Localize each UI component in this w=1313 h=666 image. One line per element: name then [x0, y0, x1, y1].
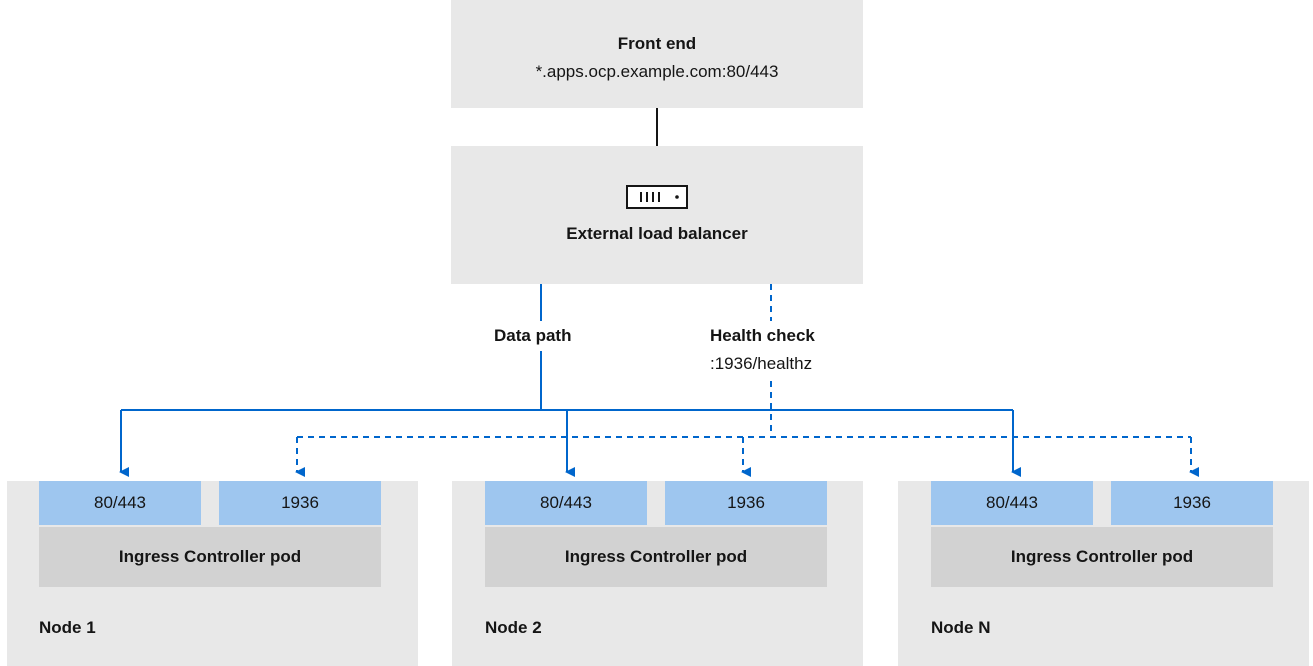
- server-rack-icon: [626, 185, 688, 209]
- frontend-host: *.apps.ocp.example.com:80/443: [535, 62, 779, 81]
- ingress-controller-pod: Ingress Controller pod: [931, 527, 1273, 587]
- load-balancer-box: [451, 146, 863, 284]
- node-label: Node 1: [39, 618, 96, 637]
- port-1936: 1936: [1111, 481, 1273, 525]
- port-80-443: 80/443: [39, 481, 201, 525]
- port-1936: 1936: [219, 481, 381, 525]
- port-80-443: 80/443: [931, 481, 1093, 525]
- port-80-443: 80/443: [485, 481, 647, 525]
- ingress-controller-pod: Ingress Controller pod: [485, 527, 827, 587]
- health-check-label: Health check: [710, 326, 815, 345]
- port-1936: 1936: [665, 481, 827, 525]
- data-path-label: Data path: [494, 326, 572, 345]
- health-check-port: :1936/healthz: [710, 354, 813, 373]
- load-balancer-title: External load balancer: [566, 224, 748, 243]
- node-label: Node 2: [485, 618, 542, 637]
- ingress-controller-pod: Ingress Controller pod: [39, 527, 381, 587]
- frontend-box: Front end *.apps.ocp.example.com:80/443: [451, 0, 863, 108]
- frontend-title: Front end: [617, 34, 697, 53]
- node-label: Node N: [931, 618, 991, 637]
